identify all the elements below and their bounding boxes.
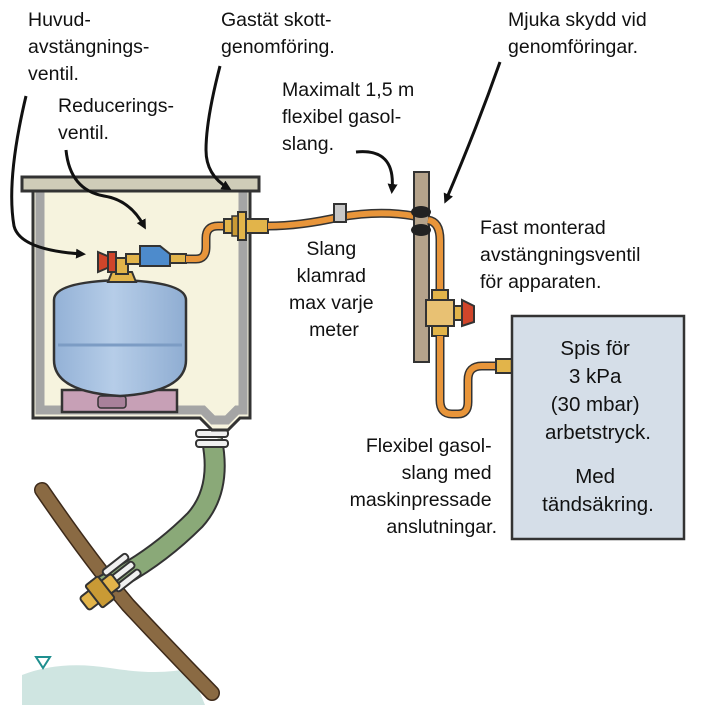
through-hull-fitting: [79, 573, 121, 611]
fixed-valve-handle: [461, 298, 475, 328]
grommet-top: [411, 206, 431, 218]
label-stove: Spis för 3 kPa (30 mbar) arbetstryck.: [545, 337, 651, 444]
stove-connector: [495, 358, 513, 374]
locker-lid: [20, 175, 261, 193]
hose-clip: [333, 203, 347, 223]
arrow-hose-length: [355, 150, 398, 194]
ground-area: [22, 665, 205, 705]
label-regulator: Reducerings- ventil.: [58, 95, 179, 144]
label-bulkhead: Gastät skott- genomföring.: [221, 9, 337, 58]
arrow-regulator: [64, 149, 146, 230]
gas-bottle: [52, 271, 188, 414]
arrow-main-valve: [10, 95, 86, 259]
bulkhead-fitting: [223, 211, 269, 241]
hose-clamp-top: [195, 429, 229, 448]
pressure-regulator: [125, 245, 187, 267]
arrow-bulkhead: [204, 65, 232, 191]
water-level-icon: [34, 656, 52, 670]
bulkhead-post: [411, 171, 431, 363]
grommet-bottom: [411, 224, 431, 236]
label-fixed-shutoff: Fast monterad avstängningsventil för app…: [480, 217, 646, 293]
label-main-shutoff: Huvud- avstängnings- ventil.: [28, 9, 155, 85]
arrow-soft-protection: [443, 61, 502, 204]
stove-box: [510, 314, 686, 541]
label-flexible-hose: Flexibel gasol- slang med maskinpressade…: [350, 435, 497, 538]
label-flame-guard: Med tändsäkring.: [542, 465, 654, 516]
fixed-shutoff-valve: [425, 289, 475, 337]
label-hose-clamped: Slang klamrad max varje meter: [289, 238, 379, 341]
label-max-hose-length: Maximalt 1,5 m flexibel gasol- slang.: [282, 79, 420, 155]
label-soft-protection: Mjuka skydd vid genomföringar.: [508, 9, 652, 58]
